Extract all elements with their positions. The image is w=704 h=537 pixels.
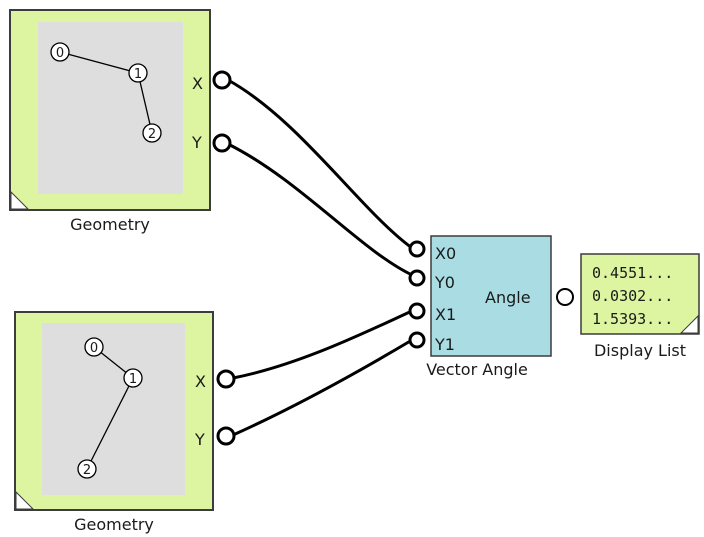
geometry-node (50, 42, 70, 62)
vector-angle-block[interactable]: X0 Y0 X1 Y1 Angle Vector Angle (408, 235, 574, 379)
display-list-value: 0.0302... (592, 287, 673, 305)
geometry-node (128, 63, 148, 83)
resize-corner-icon[interactable] (15, 490, 35, 510)
block-caption: Geometry (74, 515, 154, 534)
display-list-block[interactable]: 0.4551... 0.0302... 1.5393... Display Li… (580, 253, 700, 360)
geometry-node (142, 123, 162, 143)
geometry-plot (77, 337, 143, 479)
geometry-node-label: 0 (90, 341, 98, 356)
block-caption: Geometry (70, 215, 150, 234)
input-port-x0[interactable] (408, 240, 426, 258)
geometry-preview-panel (42, 323, 185, 495)
geometry-plot (50, 42, 162, 143)
output-port-label-angle: Angle (485, 288, 531, 307)
output-port-y[interactable] (212, 133, 232, 153)
resize-corner-icon[interactable] (10, 190, 30, 210)
resize-corner-icon[interactable] (679, 314, 699, 334)
wire-geometry2-x-to-x1[interactable] (232, 309, 413, 380)
geometry-block-2[interactable]: 0 1 2 X Y Geometry (14, 311, 236, 534)
geometry-node (84, 337, 104, 357)
input-port-label-y1: Y1 (434, 335, 455, 354)
input-port-label-y0: Y0 (434, 273, 455, 292)
input-port-label-x1: X1 (435, 305, 456, 324)
input-port-y0[interactable] (408, 269, 426, 287)
wires (227, 78, 413, 437)
geometry-node-label: 2 (148, 127, 156, 142)
block-caption: Vector Angle (426, 360, 528, 379)
geometry-node (77, 459, 97, 479)
wire-geometry2-y-to-y1[interactable] (232, 338, 413, 437)
geometry-edge (59, 51, 139, 74)
display-list-value: 0.4551... (592, 264, 673, 282)
input-port-x1[interactable] (408, 302, 426, 320)
output-port-label-y: Y (194, 430, 205, 449)
block-caption: Display List (594, 341, 686, 360)
vector-angle-body[interactable] (430, 235, 552, 357)
geometry-node-label: 1 (129, 372, 137, 387)
input-port-label-x0: X0 (435, 244, 456, 263)
output-port-x[interactable] (212, 70, 232, 90)
wire-geometry1-x-to-x0[interactable] (227, 78, 413, 250)
geometry-edge (86, 377, 134, 470)
output-port-y[interactable] (216, 426, 236, 446)
output-port-label-x: X (192, 74, 203, 93)
display-list-body[interactable] (580, 253, 700, 335)
output-port-label-y: Y (191, 133, 202, 152)
geometry-edge (137, 72, 153, 134)
output-port-angle[interactable] (556, 288, 574, 306)
display-list-value: 1.5393... (592, 310, 673, 328)
output-port-x[interactable] (216, 369, 236, 389)
geometry-node-label: 2 (83, 463, 91, 478)
output-port-label-x: X (195, 372, 206, 391)
geometry-node-label: 1 (134, 67, 142, 82)
geometry-block-1[interactable]: 0 1 2 X Y Geometry (9, 9, 232, 234)
wire-geometry1-y-to-y0[interactable] (227, 142, 413, 277)
geometry-node-label: 0 (56, 46, 64, 61)
input-port-y1[interactable] (408, 331, 426, 349)
geometry-node (123, 368, 143, 388)
